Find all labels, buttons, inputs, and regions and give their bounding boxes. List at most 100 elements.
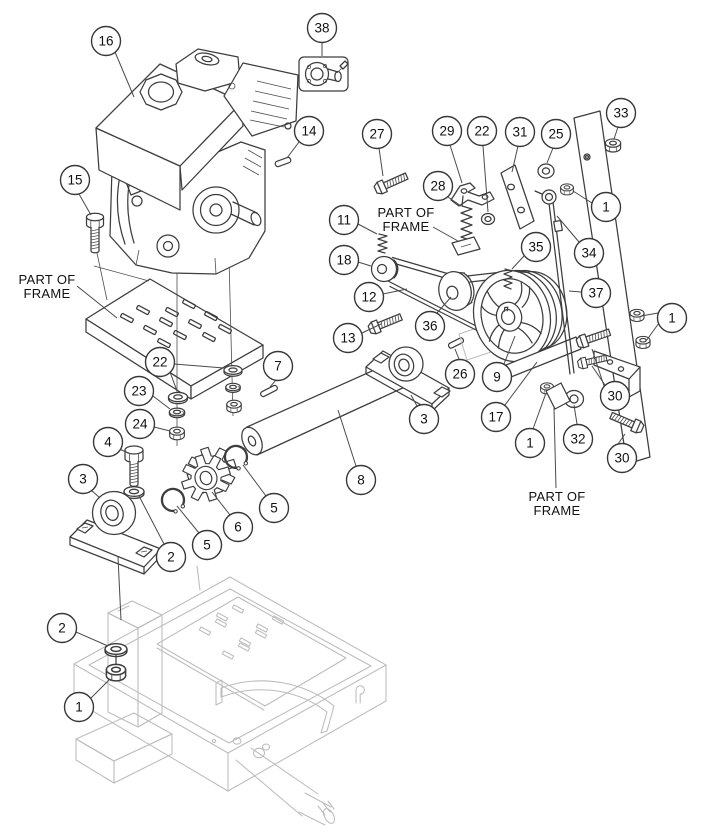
callout-38: 38	[306, 12, 338, 56]
callout-circle	[46, 612, 78, 644]
callout-1: 1	[640, 302, 688, 342]
callout-number: 31	[512, 125, 527, 140]
callout-circle	[480, 401, 512, 433]
callout-circle	[155, 541, 187, 573]
rod-34	[534, 189, 575, 375]
callout-9: 9	[481, 335, 516, 393]
callout-1: 1	[63, 679, 110, 723]
callout-18: 18	[328, 244, 372, 276]
callout-31: 31	[504, 116, 536, 173]
hardware-stacks	[93, 252, 243, 446]
callout-circle	[605, 97, 637, 129]
leader-line	[546, 147, 554, 164]
callout-2: 2	[138, 495, 187, 573]
callout-4: 4	[92, 426, 127, 458]
leader-line	[613, 126, 619, 140]
callout-circle	[422, 170, 454, 202]
leader-line	[447, 196, 462, 207]
callout-circle	[414, 310, 446, 342]
callout-34: 34	[556, 215, 605, 269]
bolt-13	[366, 310, 405, 337]
callout-number: 16	[98, 34, 113, 49]
callout-number: 14	[301, 124, 317, 139]
callout-number: 38	[314, 21, 329, 36]
callout-number: 8	[357, 473, 365, 488]
frame-label-text: PART OF	[528, 489, 585, 504]
part-38-inset	[298, 56, 349, 92]
leader-line	[286, 141, 300, 159]
callout-number: 1	[668, 311, 676, 326]
callout-circle	[504, 116, 536, 148]
engine-pulley	[370, 255, 399, 283]
leader-line	[90, 489, 101, 499]
callout-28: 28	[422, 170, 462, 207]
spring-11	[377, 233, 388, 254]
callout-14: 14	[286, 115, 325, 159]
leader-line	[511, 145, 519, 173]
callout-33: 33	[605, 97, 637, 140]
callout-number: 26	[452, 367, 467, 382]
callout-circle	[123, 375, 155, 407]
callout-circle	[124, 408, 156, 440]
leader-line	[432, 226, 459, 242]
callout-circle	[258, 492, 290, 524]
pillow-bearing-lower	[69, 490, 162, 575]
callout-circle	[67, 463, 99, 495]
callout-36: 36	[414, 296, 452, 342]
callout-number: 36	[422, 319, 437, 334]
callout-circle	[345, 464, 377, 496]
impeller	[181, 446, 237, 502]
bolt-27	[372, 169, 410, 197]
callout-26: 26	[444, 348, 476, 390]
leader-line	[553, 407, 557, 489]
key-26	[447, 337, 465, 349]
callout-22: 22	[144, 346, 225, 392]
leader-line	[138, 495, 165, 545]
callout-3: 3	[408, 394, 440, 435]
callout-circle	[606, 442, 638, 474]
leader-line	[211, 491, 231, 516]
leader-line	[410, 394, 418, 407]
pillow-bearing-upper	[365, 346, 451, 412]
key-7	[260, 384, 278, 398]
leader-line	[153, 426, 171, 432]
frame-label-text: PART OF	[377, 205, 434, 220]
callout-circle	[540, 118, 572, 150]
callout-circle	[466, 115, 498, 147]
washer-25	[537, 163, 555, 179]
callout-15: 15	[59, 164, 92, 216]
callout-number: 9	[493, 370, 501, 385]
callout-circle	[222, 511, 254, 543]
callout-1: 1	[572, 190, 622, 223]
callout-11: 11	[328, 204, 378, 236]
callout-number: 17	[488, 410, 503, 425]
key-14	[274, 156, 292, 168]
callout-number: 28	[430, 179, 445, 194]
callout-number: 7	[274, 359, 282, 374]
callout-number: 24	[132, 417, 148, 432]
callout-circle	[431, 115, 463, 147]
leader-line	[242, 464, 267, 497]
callout-8: 8	[337, 409, 377, 496]
engine	[95, 48, 299, 275]
callout-25: 25	[540, 118, 572, 164]
callout-number: 33	[613, 106, 628, 121]
callout-number: 27	[369, 127, 384, 142]
callout-circle	[408, 403, 440, 435]
leader-line	[176, 505, 200, 534]
leader-line	[503, 335, 516, 365]
leader-line	[617, 433, 626, 445]
callout-17: 17	[480, 361, 538, 433]
callout-32: 32	[562, 404, 594, 455]
callout-number: 3	[79, 472, 87, 487]
callout-number: 22	[474, 124, 489, 139]
frame-mount-hardware	[104, 556, 128, 682]
callout-27: 27	[361, 118, 393, 177]
leader-line	[269, 379, 277, 388]
callout-number: 13	[340, 331, 355, 346]
callout-circle	[191, 529, 223, 561]
callout-13: 13	[332, 322, 382, 354]
